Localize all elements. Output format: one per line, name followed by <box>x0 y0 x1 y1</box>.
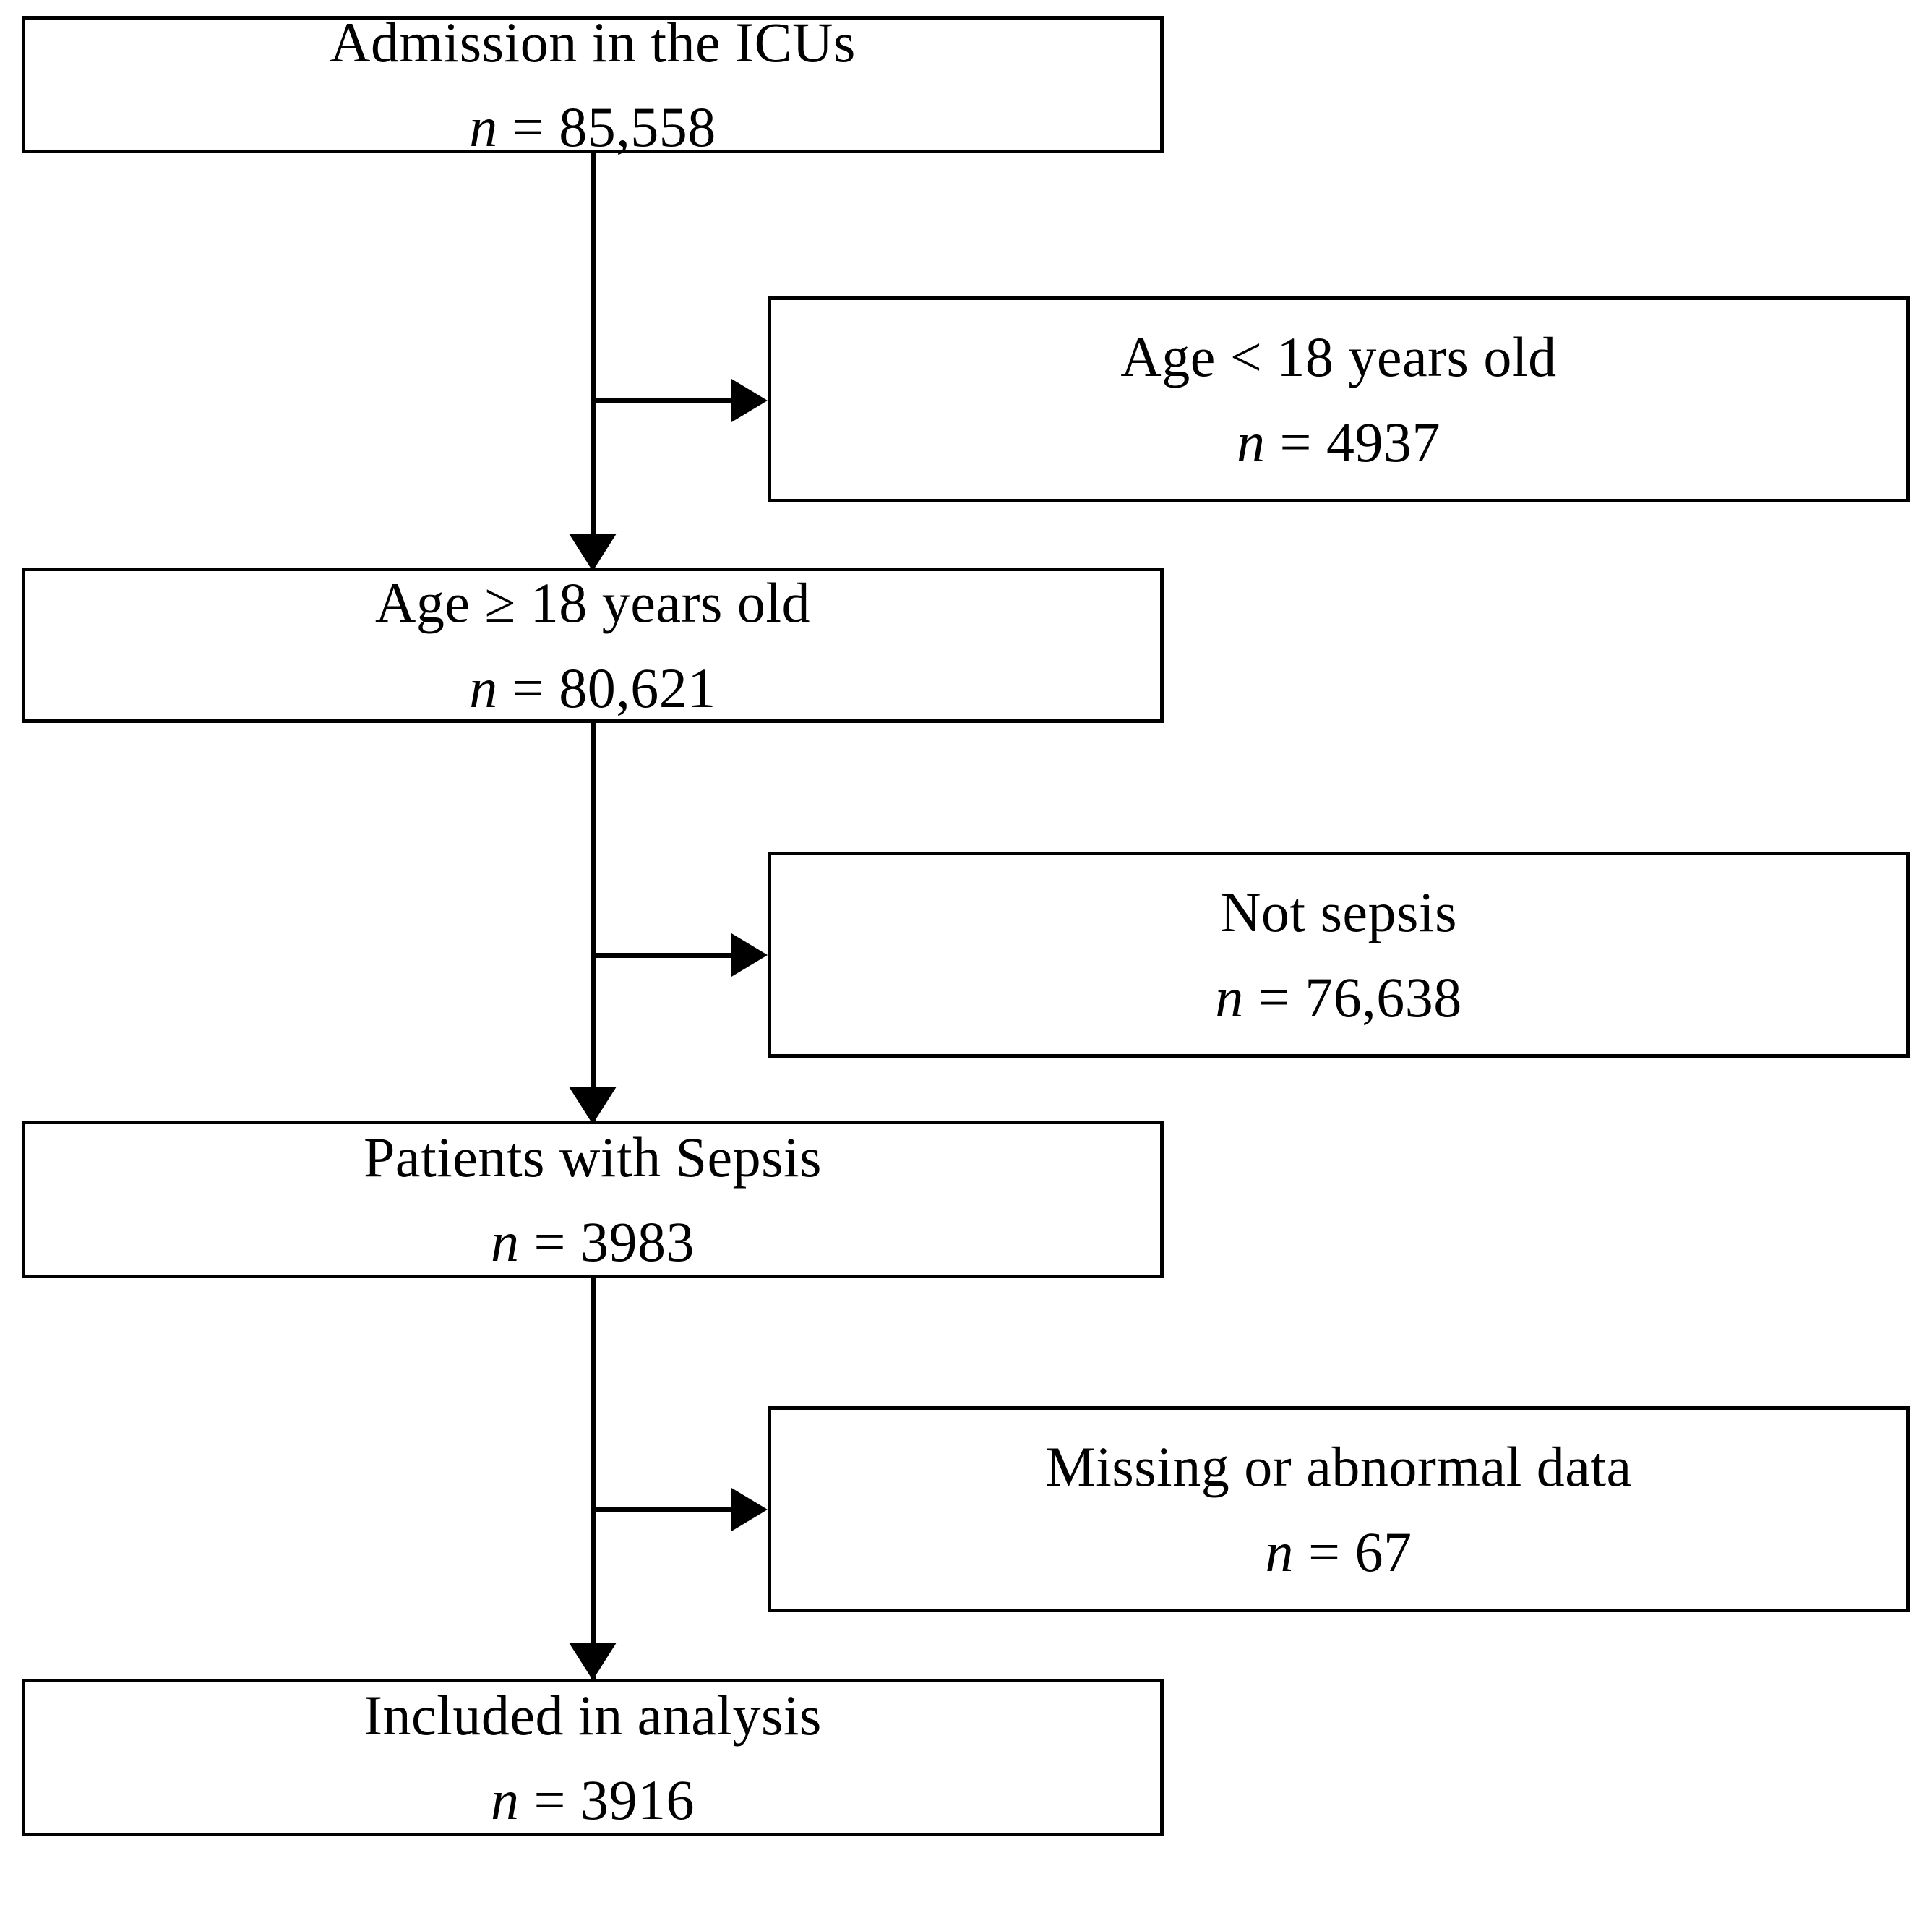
node-age-18-plus-equals: = <box>497 656 559 719</box>
node-included-in-analysis-n-symbol: n <box>491 1768 520 1831</box>
node-missing-abnormal-data-count: n = 67 <box>1266 1515 1412 1588</box>
node-included-in-analysis-n-value: 3916 <box>580 1768 695 1831</box>
arrowhead-down-to-included <box>569 1643 617 1680</box>
arrowhead-right-to-age-under18 <box>731 379 768 422</box>
node-not-sepsis-n-symbol: n <box>1215 965 1244 1029</box>
node-age-18-plus-n-symbol: n <box>469 656 498 719</box>
arrowhead-down-to-age18 <box>569 534 617 571</box>
connector-sepsis-to-missing-data <box>591 1507 735 1512</box>
node-admission-equals: = <box>497 95 559 158</box>
node-not-sepsis-count: n = 76,638 <box>1215 961 1462 1034</box>
node-age-under-18[interactable]: Age < 18 years old n = 4937 <box>768 296 1910 502</box>
node-age-18-plus-label: Age ≥ 18 years old <box>375 571 810 635</box>
node-included-in-analysis-label: Included in analysis <box>364 1683 822 1747</box>
connector-age18-to-sepsis <box>591 722 596 1126</box>
node-age-18-plus[interactable]: Age ≥ 18 years old n = 80,621 <box>22 568 1164 723</box>
node-not-sepsis-equals: = <box>1243 965 1305 1029</box>
node-patients-with-sepsis-count: n = 3983 <box>491 1205 695 1278</box>
node-patients-with-sepsis-n-value: 3983 <box>580 1210 695 1273</box>
connector-age18-to-not-sepsis <box>591 953 735 958</box>
node-admission-n-value: 85,558 <box>559 95 716 158</box>
connector-sepsis-to-included <box>591 1276 596 1684</box>
node-age-under-18-count: n = 4937 <box>1237 406 1441 479</box>
arrowhead-down-to-sepsis <box>569 1087 617 1124</box>
node-age-18-plus-count: n = 80,621 <box>469 651 716 724</box>
node-patients-with-sepsis-n-symbol: n <box>491 1210 520 1273</box>
node-missing-abnormal-data-label: Missing or abnormal data <box>1045 1435 1632 1499</box>
node-missing-abnormal-data-n-symbol: n <box>1265 1520 1294 1583</box>
node-included-in-analysis-equals: = <box>519 1768 580 1831</box>
node-age-18-plus-n-value: 80,621 <box>559 656 716 719</box>
node-patients-with-sepsis-label: Patients with Sepsis <box>363 1125 823 1189</box>
arrowhead-right-to-not-sepsis <box>731 933 768 977</box>
node-age-under-18-n-symbol: n <box>1237 410 1266 474</box>
node-admission-count: n = 85,558 <box>469 90 716 163</box>
node-age-under-18-n-value: 4937 <box>1326 410 1441 474</box>
node-not-sepsis-label: Not sepsis <box>1220 881 1457 944</box>
connector-admission-to-age-under18 <box>591 398 735 403</box>
node-admission[interactable]: Admission in the ICUs n = 85,558 <box>22 11 1164 158</box>
node-missing-abnormal-data[interactable]: Missing or abnormal data n = 67 <box>768 1406 1910 1612</box>
node-not-sepsis[interactable]: Not sepsis n = 76,638 <box>768 852 1910 1058</box>
node-included-in-analysis[interactable]: Included in analysis n = 3916 <box>22 1679 1164 1836</box>
node-missing-abnormal-data-n-value: 67 <box>1354 1520 1412 1583</box>
node-included-in-analysis-count: n = 3916 <box>491 1763 695 1836</box>
node-admission-n-symbol: n <box>469 95 498 158</box>
node-admission-label: Admission in the ICUs <box>330 10 856 74</box>
node-not-sepsis-n-value: 76,638 <box>1305 965 1462 1029</box>
connector-admission-to-age18 <box>591 152 596 564</box>
node-patients-with-sepsis-equals: = <box>519 1210 580 1273</box>
node-age-under-18-label: Age < 18 years old <box>1120 325 1557 389</box>
node-patients-with-sepsis[interactable]: Patients with Sepsis n = 3983 <box>22 1121 1164 1278</box>
node-missing-abnormal-data-equals: = <box>1294 1520 1355 1583</box>
arrowhead-right-to-missing-data <box>731 1488 768 1531</box>
node-age-under-18-equals: = <box>1265 410 1326 474</box>
